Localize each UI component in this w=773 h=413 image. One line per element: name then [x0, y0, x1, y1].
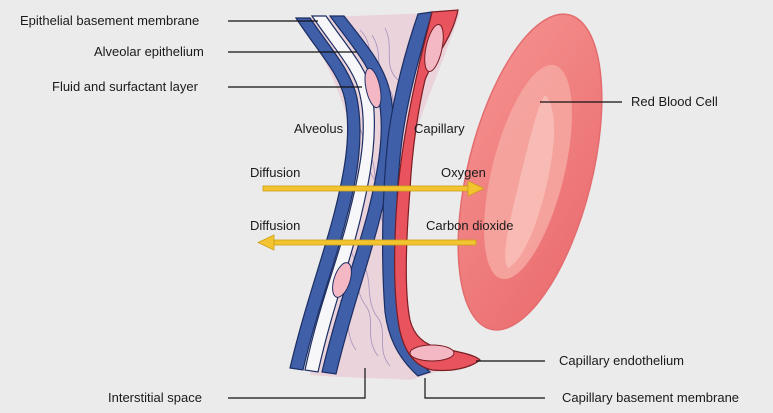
label-oxygen: Oxygen [441, 165, 486, 181]
endothelial-nucleus-bottom [410, 345, 454, 361]
label-fluid-surfactant-layer: Fluid and surfactant layer [52, 79, 198, 95]
label-capillary-basement-membrane: Capillary basement membrane [562, 390, 739, 406]
leader-capillary-basement [425, 378, 545, 398]
label-red-blood-cell: Red Blood Cell [631, 94, 718, 110]
label-capillary-endothelium: Capillary endothelium [559, 353, 684, 369]
label-diffusion-co2: Diffusion [250, 218, 300, 234]
label-alveolar-epithelium: Alveolar epithelium [94, 44, 204, 60]
label-diffusion-oxygen: Diffusion [250, 165, 300, 181]
label-capillary: Capillary [414, 121, 465, 137]
label-carbon-dioxide: Carbon dioxide [426, 218, 513, 234]
label-interstitial-space: Interstitial space [108, 390, 202, 406]
label-epithelial-basement-membrane: Epithelial basement membrane [20, 13, 199, 29]
label-alveolus: Alveolus [294, 121, 343, 137]
